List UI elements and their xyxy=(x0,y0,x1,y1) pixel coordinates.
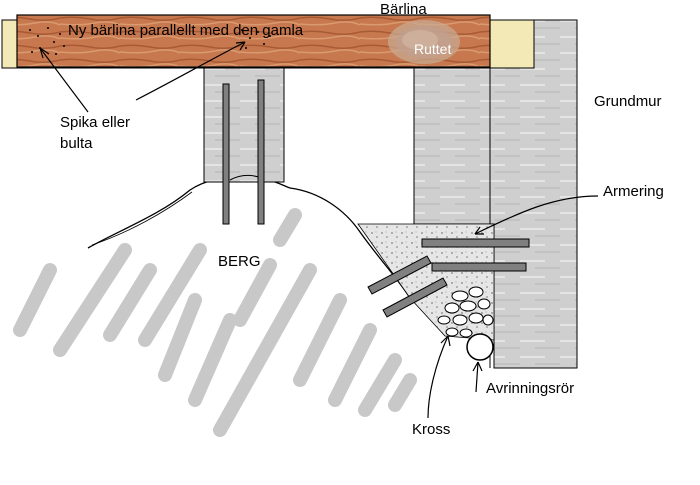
post-rods xyxy=(222,79,265,225)
rock-strokes xyxy=(13,208,417,437)
drain-pipe xyxy=(466,333,494,361)
nail-label-line2: bulta xyxy=(60,135,93,152)
drain-pipe-label: Avrinningsrör xyxy=(486,380,574,397)
new-beam-label: Ny bärlina parallellt med den gamla xyxy=(68,22,304,39)
support-post xyxy=(203,67,285,183)
nail-label-line1: Spika eller xyxy=(60,114,130,131)
leader-lines xyxy=(39,41,599,419)
rock-label: BERG xyxy=(218,253,261,270)
crushed-stone xyxy=(437,286,494,338)
gravel-label: Kross xyxy=(412,421,450,438)
rebar-bars xyxy=(367,238,530,318)
rock-outline-second xyxy=(91,191,193,246)
rotten-area xyxy=(388,20,460,64)
rotten-label: Ruttet xyxy=(414,41,451,57)
rebar-label: Armering xyxy=(603,183,664,200)
nail-dots xyxy=(29,27,271,55)
foundation-label: Grundmur xyxy=(594,93,662,110)
old-beam-label: Bärlina xyxy=(380,1,427,18)
